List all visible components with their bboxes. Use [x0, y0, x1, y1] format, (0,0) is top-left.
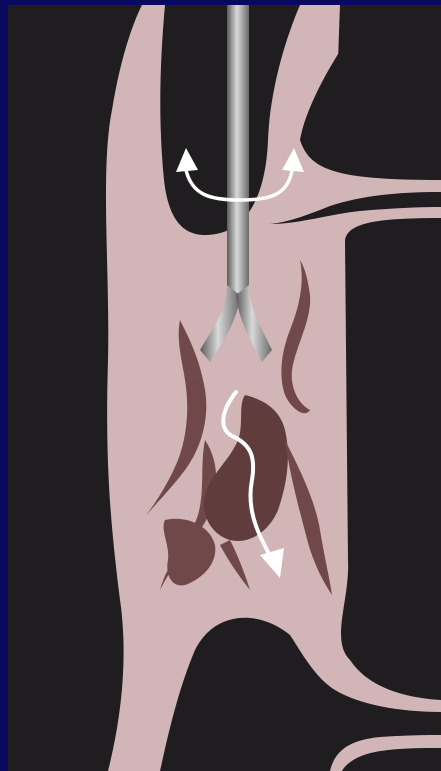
upper-right-branch [337, 5, 441, 170]
catheter-shaft [227, 5, 249, 295]
lower-right-recess [358, 232, 441, 690]
